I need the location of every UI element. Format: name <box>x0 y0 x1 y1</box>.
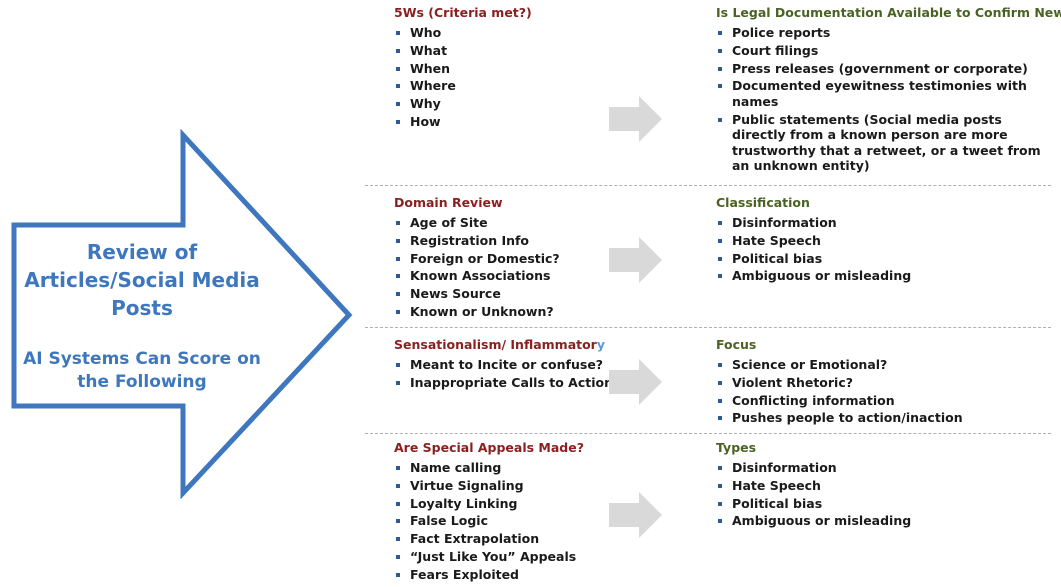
section-heading: Sensationalism/ Inflammatory <box>394 337 624 353</box>
list-item: “Just Like You” Appeals <box>394 549 624 565</box>
focus-column: Focus Science or Emotional? Violent Rhet… <box>716 337 1051 428</box>
list-item: Documented eyewitness testimonies with n… <box>716 78 1051 109</box>
section-heading: Are Special Appeals Made? <box>394 440 584 455</box>
list-item: Disinformation <box>716 215 1051 231</box>
list-item: What <box>394 43 624 59</box>
list-item: Pushes people to action/inaction <box>716 410 1051 426</box>
criteria-column: 5Ws (Criteria met?) Who What When Where … <box>394 5 624 132</box>
list-item: Hate Speech <box>716 478 1051 494</box>
section-heading: 5Ws (Criteria met?) <box>394 5 532 20</box>
list-item: Ambiguous or misleading <box>716 513 1051 529</box>
list-item: Political bias <box>716 496 1051 512</box>
arrow-title: Review of Articles/Social Media Posts <box>24 240 260 320</box>
list-item: Hate Speech <box>716 233 1051 249</box>
list-item: Registration Info <box>394 233 624 249</box>
section-divider <box>365 433 1051 434</box>
list-item: False Logic <box>394 513 624 529</box>
types-column: Types Disinformation Hate Speech Politic… <box>716 440 1051 531</box>
heading-accent-text: y <box>596 337 606 352</box>
section-heading: Domain Review <box>394 195 503 210</box>
list-item: Violent Rhetoric? <box>716 375 1051 391</box>
sensationalism-list: Meant to Incite or confuse? Inappropriat… <box>394 357 624 390</box>
section-sensationalism: Sensationalism/ Inflammatory Meant to In… <box>365 337 1055 427</box>
section-5ws: 5Ws (Criteria met?) Who What When Where … <box>365 5 1061 185</box>
special-appeals-list: Name calling Virtue Signaling Loyalty Li… <box>394 460 624 582</box>
list-item: Loyalty Linking <box>394 496 624 512</box>
list-item: Virtue Signaling <box>394 478 624 494</box>
domain-review-list: Age of Site Registration Info Foreign or… <box>394 215 624 319</box>
list-item: Why <box>394 96 624 112</box>
legal-docs-list: Police reports Court filings Press relea… <box>716 25 1051 174</box>
special-appeals-column: Are Special Appeals Made? Name calling V… <box>394 440 624 585</box>
right-arrow-icon <box>609 96 662 142</box>
section-heading: Classification <box>716 195 810 210</box>
criteria-list: Who What When Where Why How <box>394 25 624 129</box>
list-item: News Source <box>394 286 624 302</box>
list-item: Known Associations <box>394 268 624 284</box>
classification-list: Disinformation Hate Speech Political bia… <box>716 215 1051 284</box>
list-item: Fact Extrapolation <box>394 531 624 547</box>
list-item: Conflicting information <box>716 393 1051 409</box>
list-item: When <box>394 61 624 77</box>
list-item: Name calling <box>394 460 624 476</box>
section-heading: Is Legal Documentation Available to Conf… <box>716 5 1061 20</box>
list-item: Meant to Incite or confuse? <box>394 357 624 373</box>
list-item: Foreign or Domestic? <box>394 251 624 267</box>
sensationalism-column: Sensationalism/ Inflammatory Meant to In… <box>394 337 624 393</box>
arrow-subtitle: AI Systems Can Score on the Following <box>23 349 261 392</box>
list-item: Police reports <box>716 25 1051 41</box>
section-special-appeals: Are Special Appeals Made? Name calling V… <box>365 440 1055 586</box>
list-item: Where <box>394 78 624 94</box>
list-item: Political bias <box>716 251 1051 267</box>
domain-review-column: Domain Review Age of Site Registration I… <box>394 195 624 322</box>
legal-docs-column: Is Legal Documentation Available to Conf… <box>716 5 1061 176</box>
review-arrow-shape <box>11 128 353 500</box>
list-item: Science or Emotional? <box>716 357 1051 373</box>
list-item: Disinformation <box>716 460 1051 476</box>
list-item: Inappropriate Calls to Action? <box>394 375 624 391</box>
section-divider <box>365 327 1051 328</box>
section-divider <box>365 185 1051 186</box>
list-item: Known or Unknown? <box>394 304 624 320</box>
list-item: Who <box>394 25 624 41</box>
section-heading: Types <box>716 440 757 455</box>
list-item: How <box>394 114 624 130</box>
section-domain-review: Domain Review Age of Site Registration I… <box>365 195 1055 325</box>
right-arrow-icon <box>609 492 662 538</box>
list-item: Press releases (government or corporate) <box>716 61 1051 77</box>
list-item: Ambiguous or misleading <box>716 268 1051 284</box>
section-heading: Focus <box>716 337 757 352</box>
right-arrow-icon <box>609 237 662 283</box>
types-list: Disinformation Hate Speech Political bia… <box>716 460 1051 529</box>
list-item: Court filings <box>716 43 1051 59</box>
list-item: Age of Site <box>394 215 624 231</box>
classification-column: Classification Disinformation Hate Speec… <box>716 195 1051 286</box>
right-arrow-icon <box>609 359 662 405</box>
heading-main-text: Sensationalism/ Inflammator <box>394 337 597 352</box>
list-item: Public statements (Social media posts di… <box>716 112 1051 174</box>
focus-list: Science or Emotional? Violent Rhetoric? … <box>716 357 1051 426</box>
list-item: Fears Exploited <box>394 567 624 583</box>
